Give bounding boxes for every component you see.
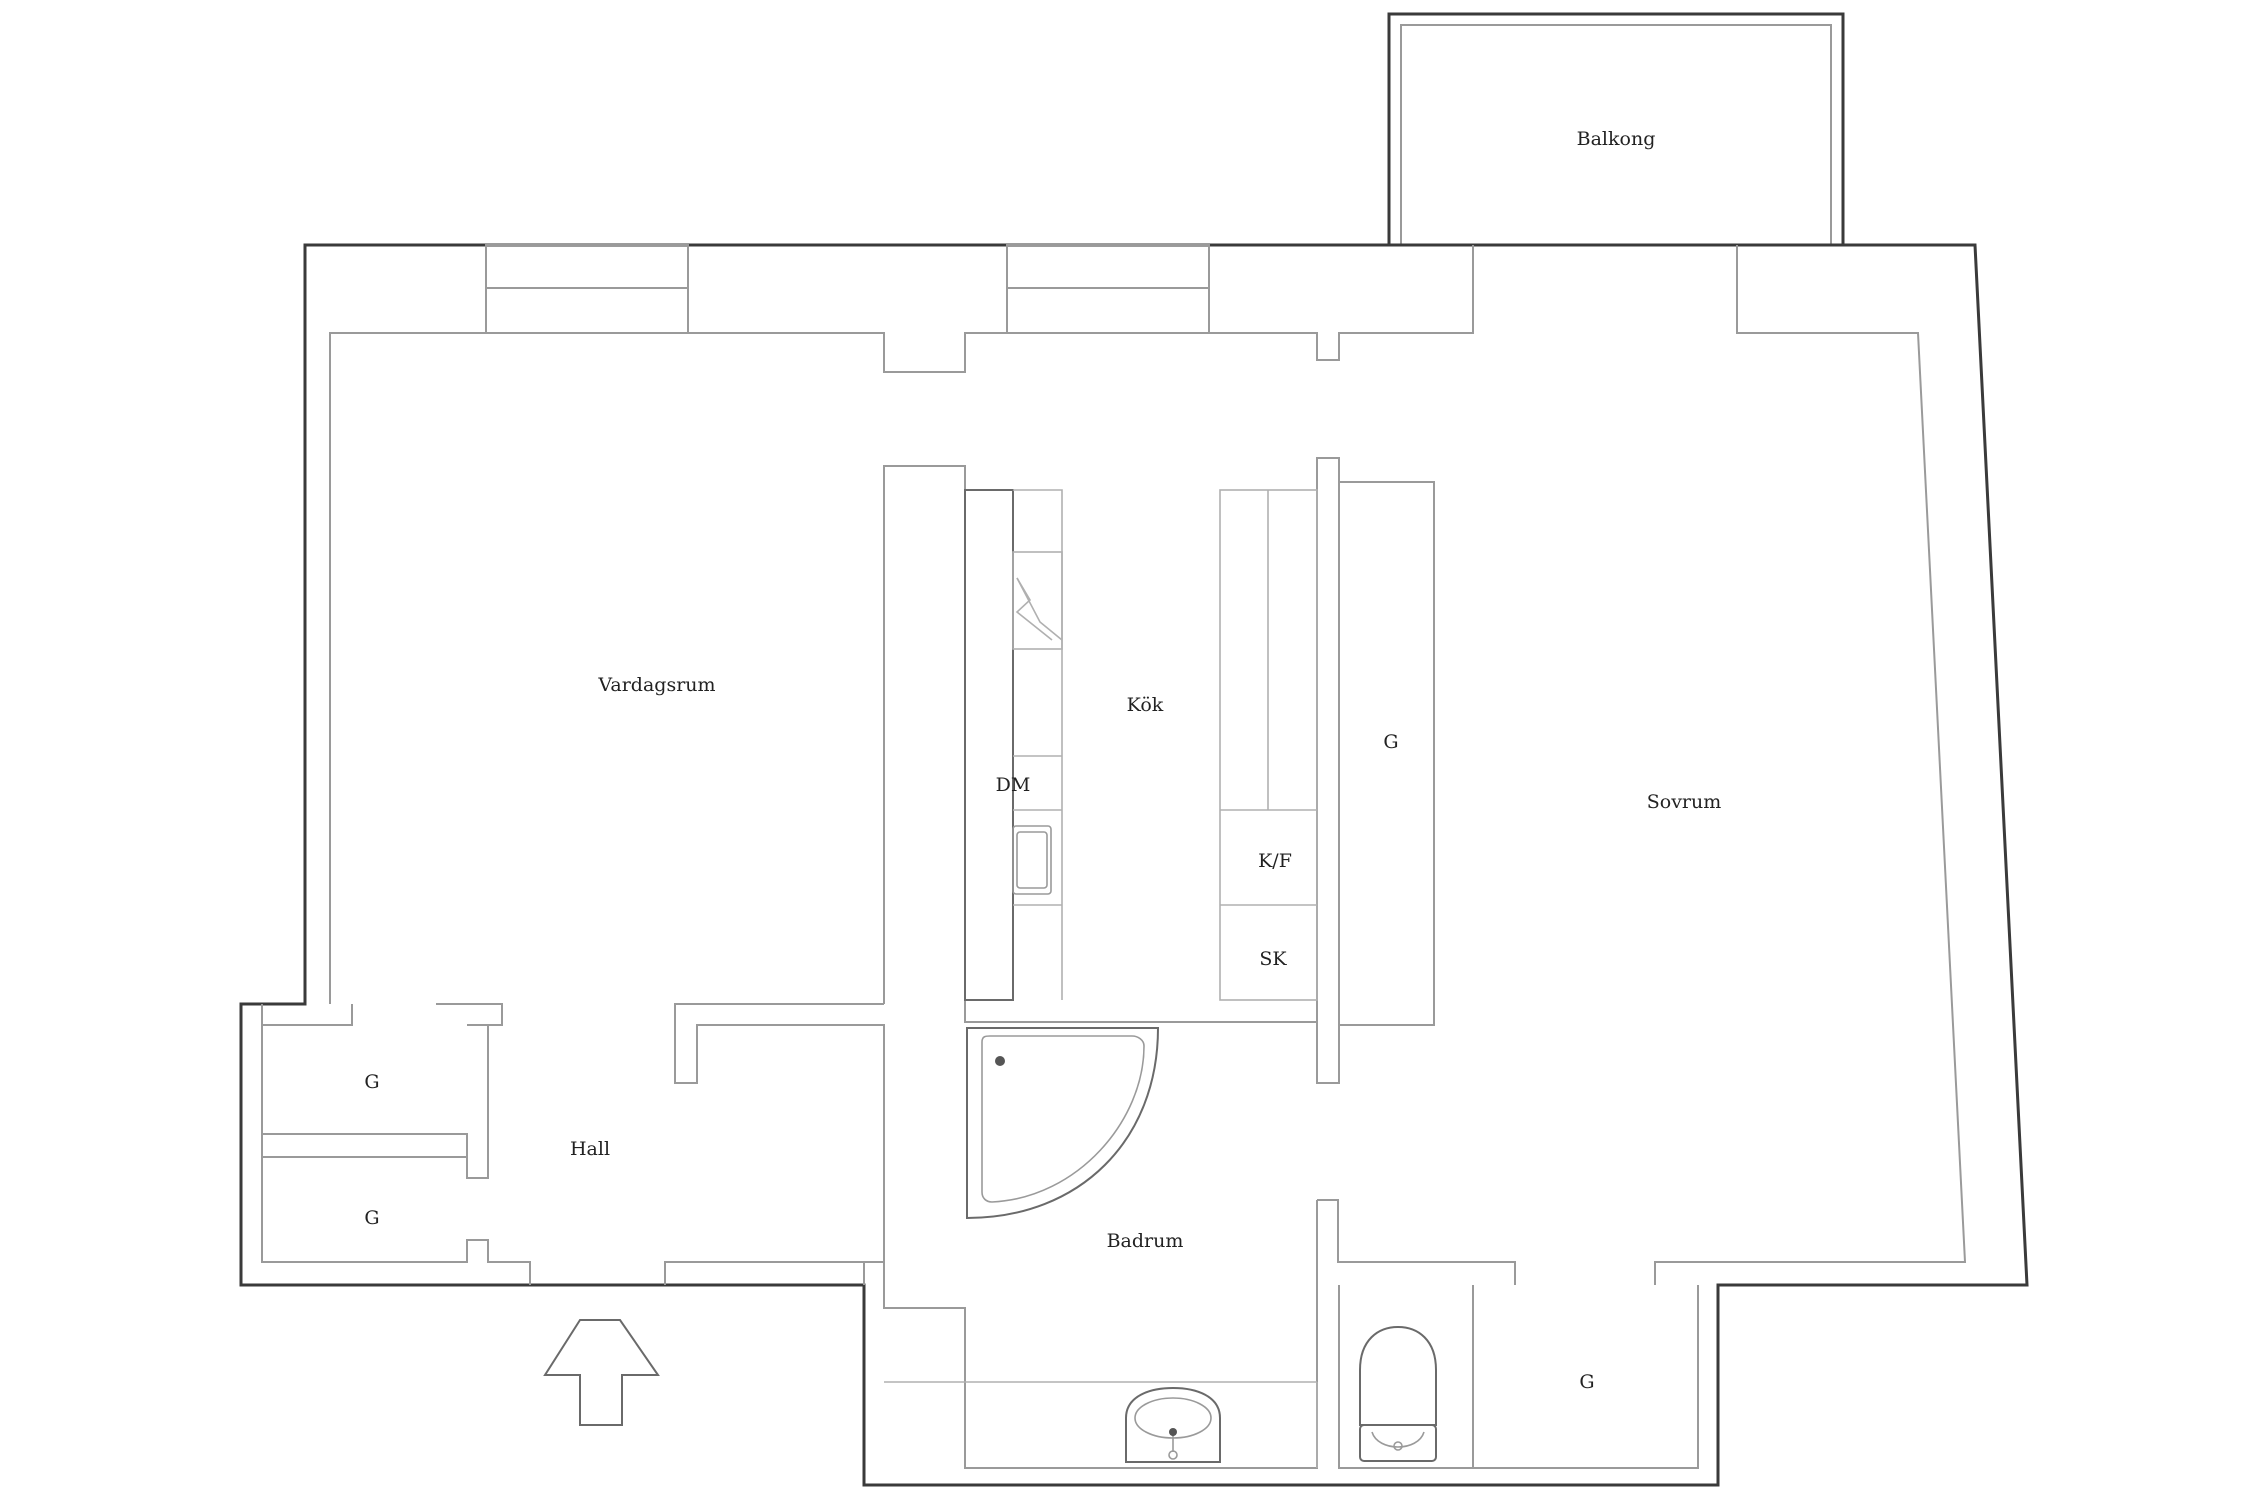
kitchen (964, 489, 1318, 1001)
hall-closet-lower-label: G (364, 1207, 379, 1229)
inner-wall-outline (261, 245, 1967, 1285)
living-room-label: Vardagsrum (597, 674, 715, 696)
hall-label: Hall (570, 1138, 610, 1160)
sink-icon (1125, 1386, 1221, 1463)
cabinet-label: SK (1259, 948, 1287, 970)
kitchen-sink-icon (1012, 825, 1052, 895)
bedroom-closet-label: G (1383, 731, 1398, 753)
fridge-freezer-label: K/F (1258, 850, 1292, 872)
windows (485, 244, 1210, 333)
balcony-label: Balkong (1577, 128, 1656, 150)
entrance-arrow-icon (543, 1319, 660, 1426)
stove-icon (1012, 551, 1063, 650)
bathroom-label: Badrum (1107, 1230, 1184, 1252)
outer-wall (239, 243, 2029, 1487)
kitchen-label: Kök (1127, 694, 1164, 716)
bathtub-icon (966, 1027, 1160, 1220)
hall-closet-upper-label: G (364, 1071, 379, 1093)
bedroom-label: Sovrum (1647, 791, 1722, 813)
toilet-icon (1359, 1325, 1437, 1462)
bottom-right-closet-label: G (1579, 1371, 1594, 1393)
bathroom-counter (884, 1381, 1318, 1468)
dishwasher-label: DM (996, 774, 1031, 796)
